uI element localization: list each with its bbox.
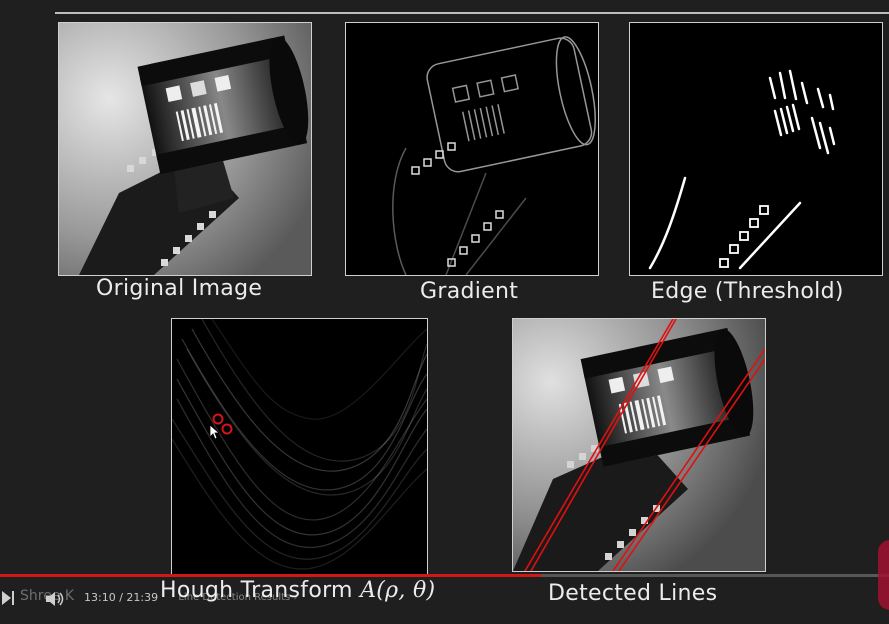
next-icon[interactable] <box>12 591 14 605</box>
player-controls: Shree K 13:10 / 21:39 · Line Detection R… <box>0 582 889 616</box>
time-display: 13:10 / 21:39 <box>84 591 158 604</box>
caption-edge-threshold: Edge (Threshold) <box>651 279 844 304</box>
edge-image <box>630 23 882 275</box>
video-progress-bar[interactable] <box>0 574 889 577</box>
caption-gradient: Gradient <box>420 279 519 304</box>
chevron-right-icon: › <box>293 592 298 603</box>
gradient-panel <box>345 22 599 276</box>
slide-top-rule <box>55 12 889 14</box>
side-badge <box>878 540 889 610</box>
film-canister-image <box>59 23 311 275</box>
caption-hough-transform: Hough Transform A(ρ, θ) <box>160 578 435 603</box>
chapter-dot: · <box>172 592 179 603</box>
caption-hough-math: A(ρ, θ) <box>360 578 436 603</box>
edge-panel <box>629 22 883 276</box>
gradient-image <box>346 23 598 275</box>
caption-hough-text: Hough Transform <box>160 578 353 603</box>
volume-icon[interactable] <box>44 590 66 608</box>
current-time: 13:10 <box>84 591 116 604</box>
original-image-panel <box>58 22 312 276</box>
hough-transform-panel <box>171 318 428 575</box>
caption-detected-lines: Detected Lines <box>548 581 718 606</box>
play-icon[interactable] <box>2 591 11 605</box>
hough-accumulator-image <box>172 319 427 574</box>
video-progress-fill <box>0 574 541 577</box>
mouse-cursor-icon <box>209 424 221 440</box>
duration: 21:39 <box>126 591 159 604</box>
detected-lines-image <box>513 319 765 571</box>
time-separator: / <box>119 591 123 604</box>
detected-lines-panel <box>512 318 766 572</box>
chapter-title[interactable]: · Line Detection Results › <box>172 592 297 603</box>
caption-original-image: Original Image <box>96 276 263 301</box>
chapter-label: Line Detection Results <box>178 592 291 603</box>
